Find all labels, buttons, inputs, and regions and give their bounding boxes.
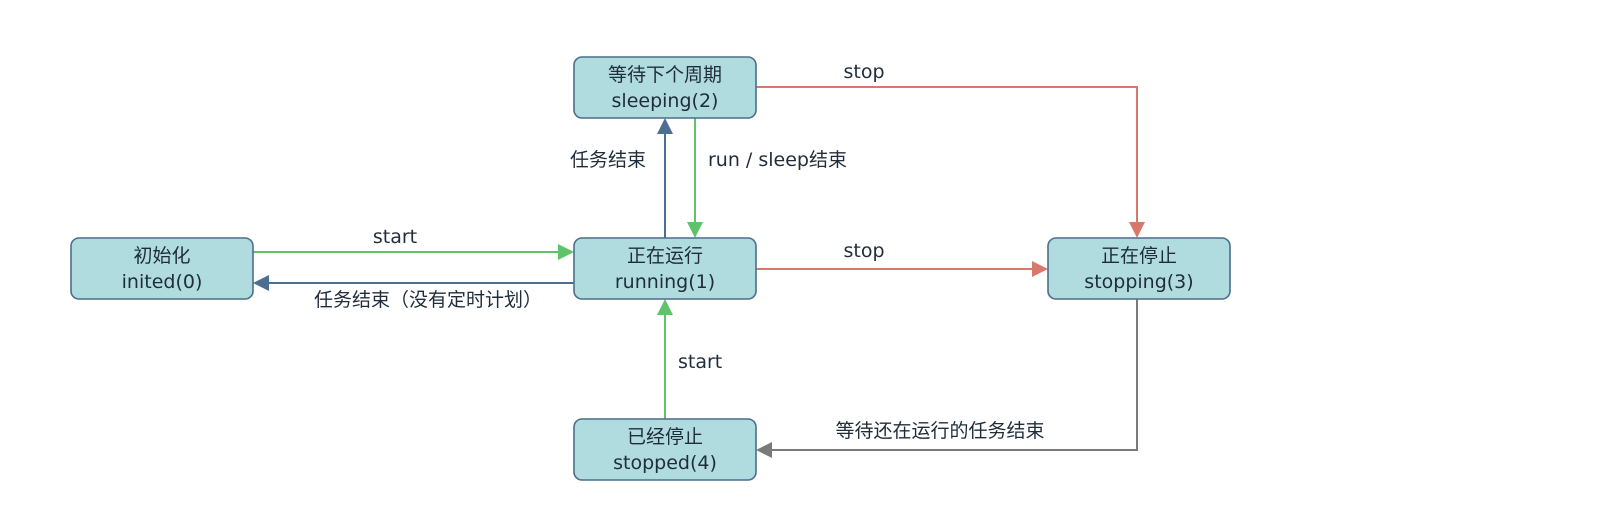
- arrowhead-icon: [558, 244, 574, 260]
- edge-label-sleeping-to-stopping: stop: [843, 61, 884, 83]
- edge-running-to-sleeping: [657, 118, 673, 238]
- edge-sleeping-to-stopping: [756, 86, 1145, 238]
- node-sleeping-title: 等待下个周期: [608, 64, 722, 86]
- node-inited-code: inited(0): [122, 271, 203, 293]
- edge-running-to-inited: [253, 275, 574, 291]
- node-sleeping-code: sleeping(2): [612, 90, 719, 112]
- arrowhead-icon: [687, 222, 703, 238]
- edge-label-sleeping-to-running: run / sleep结束: [708, 149, 847, 171]
- node-stopping-title: 正在停止: [1101, 245, 1177, 267]
- node-stopped: 已经停止 stopped(4): [573, 418, 757, 481]
- edge-running-to-stopping: [756, 261, 1048, 277]
- arrowhead-icon: [657, 118, 673, 134]
- edge-stopped-to-running: [657, 299, 673, 419]
- node-inited: 初始化 inited(0): [70, 237, 254, 300]
- node-stopping: 正在停止 stopping(3): [1047, 237, 1231, 300]
- node-running-title: 正在运行: [627, 245, 703, 267]
- edge-label-stopped-to-running: start: [678, 351, 722, 373]
- edge-label-running-to-stopping: stop: [843, 240, 884, 262]
- edge-stopping-to-stopped: [756, 299, 1138, 458]
- edge-label-inited-to-running: start: [373, 226, 417, 248]
- node-inited-title: 初始化: [133, 245, 190, 267]
- edge-label-running-to-sleeping: 任务结束: [570, 149, 646, 171]
- edge-label-running-to-inited: 任务结束（没有定时计划）: [314, 289, 542, 311]
- node-sleeping: 等待下个周期 sleeping(2): [573, 56, 757, 119]
- node-running-code: running(1): [615, 271, 715, 293]
- arrowhead-icon: [1129, 222, 1145, 238]
- edge-label-stopping-to-stopped: 等待还在运行的任务结束: [835, 420, 1044, 442]
- edge-inited-to-running: [253, 244, 574, 260]
- arrowhead-icon: [253, 275, 269, 291]
- edge-sleeping-to-running: [687, 118, 703, 238]
- node-running: 正在运行 running(1): [573, 237, 757, 300]
- arrowhead-icon: [657, 299, 673, 315]
- node-stopped-title: 已经停止: [627, 426, 703, 448]
- node-stopping-code: stopping(3): [1084, 271, 1193, 293]
- node-stopped-code: stopped(4): [613, 452, 717, 474]
- arrowhead-icon: [1032, 261, 1048, 277]
- arrowhead-icon: [756, 442, 772, 458]
